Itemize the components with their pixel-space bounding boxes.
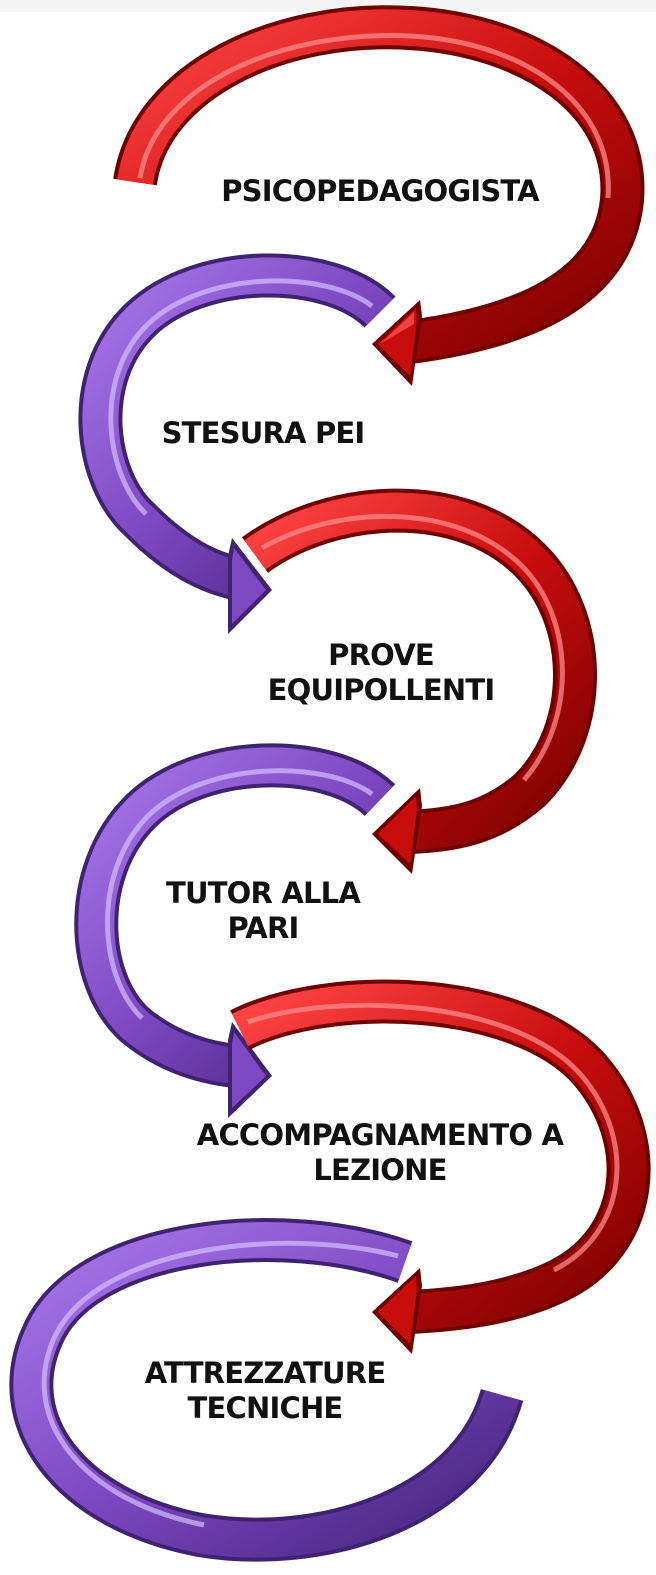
step-label-stesura-pei: STESURA PEI (161, 416, 366, 450)
step-label-psicopedagogista: PSICOPEDAGOGISTA (221, 174, 539, 208)
step-label-attrezzature-tecniche: ATTREZZATURE TECNICHE (144, 1356, 386, 1425)
step-label-accompagnamento-a-lezione: ACCOMPAGNAMENTO A LEZIONE (196, 1118, 564, 1187)
arrow-red-1 (113, 5, 645, 386)
arrow-red-3 (242, 488, 597, 874)
arrow-purple-2 (78, 253, 396, 634)
arrow-purple-6 (9, 1218, 524, 1562)
top-strip (0, 0, 656, 12)
arrow-purple-4 (74, 743, 396, 1118)
step-label-prove-equipollenti: PROVE EQUIPOLLENTI (267, 638, 496, 707)
step-label-tutor-alla-pari: TUTOR ALLA PARI (165, 876, 361, 945)
arrow-red-5 (230, 979, 651, 1354)
